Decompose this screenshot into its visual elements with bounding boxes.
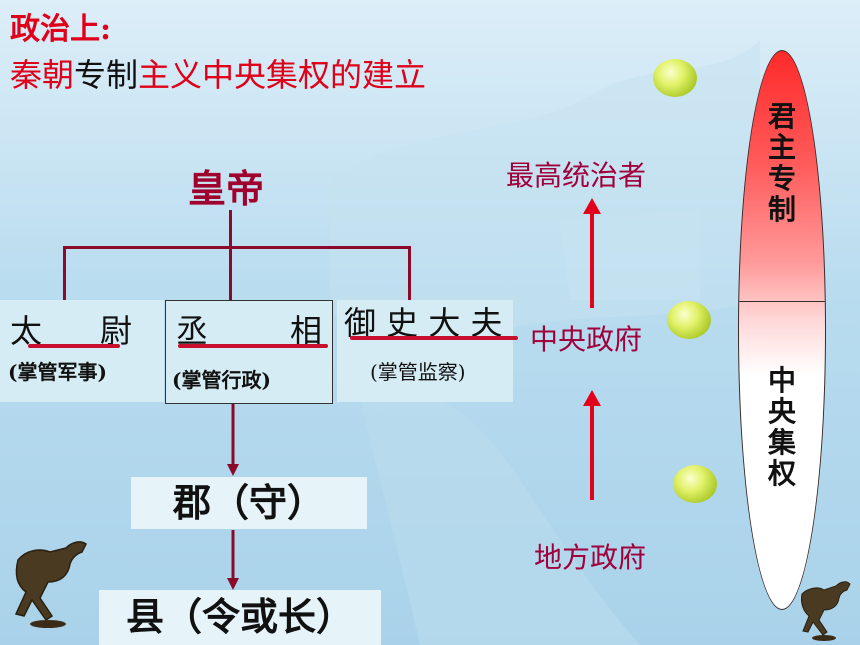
down-arrow [227, 530, 239, 590]
connector-line [63, 246, 66, 302]
title-part: 的建立 [330, 56, 427, 94]
autocracy-centralization-ellipse: 君主专制 中央集权 [738, 50, 826, 610]
down-arrow [227, 404, 239, 476]
officer-underline [350, 336, 518, 340]
ellipse-upper-text: 君主专制 [767, 100, 796, 226]
officer-underline [28, 344, 120, 348]
bullet-ball-icon [653, 59, 697, 97]
officer-duty: (掌管军事) [8, 360, 107, 384]
officer-name-a: 太 [10, 312, 43, 350]
ellipse-divider [739, 301, 825, 302]
emperor-label: 皇帝 [188, 167, 265, 211]
central-government-label: 中央政府 [530, 323, 643, 356]
title-part: 秦朝 [10, 56, 75, 94]
officer-panel [337, 300, 513, 402]
up-arrow [583, 390, 601, 500]
ellipse-lower-text: 中央集权 [767, 364, 796, 490]
title-heading: 政治上: [10, 12, 112, 47]
supreme-ruler-label: 最高统治者 [506, 159, 647, 192]
bullet-ball-icon [667, 301, 711, 339]
county-box: 县（令或长） [99, 590, 381, 645]
commandery-box: 郡（守） [131, 477, 367, 529]
bullet-ball-icon [673, 465, 717, 503]
connector-line [408, 246, 411, 302]
officer-panel [0, 300, 164, 402]
bronze-horse-icon [801, 581, 851, 641]
officer-underline [178, 344, 328, 348]
up-arrow [583, 198, 601, 308]
officer-name-b: 尉 [100, 312, 133, 350]
title-subheading: 秦朝专制主义中央集权的建立 [10, 50, 426, 96]
local-government-label: 地方政府 [534, 541, 647, 574]
bronze-horse-icon [14, 541, 87, 628]
officer-name-a: 丞 [176, 312, 209, 350]
officer-name-b: 相 [290, 312, 323, 350]
connector-line [229, 210, 232, 302]
connector-line [63, 246, 411, 249]
title-part: 专制 [74, 56, 139, 94]
title-part: 主义中央集权 [138, 56, 331, 94]
chancellor-box [165, 300, 333, 404]
officer-duty: (掌管监察) [370, 360, 466, 384]
officer-duty: (掌管行政) [172, 368, 271, 392]
officer-name: 御 史 大 夫 [344, 304, 503, 342]
